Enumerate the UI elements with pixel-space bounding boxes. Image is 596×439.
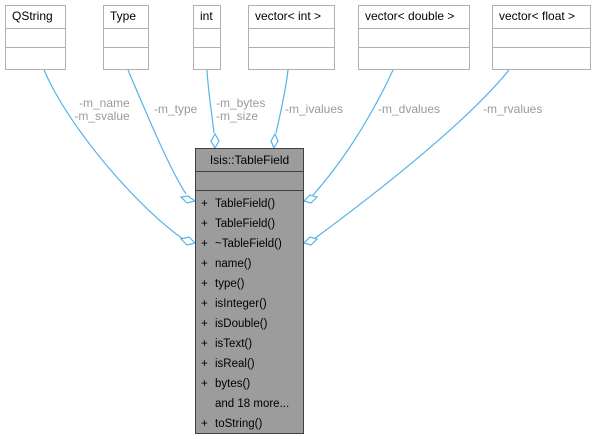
class-qstring[interactable]: QString bbox=[5, 5, 66, 70]
edge-label-m-size: -m_size bbox=[216, 109, 259, 123]
class-isis-tablefield[interactable]: Isis::TableField +TableField()+TableFiel… bbox=[195, 148, 304, 434]
class-int-attributes bbox=[194, 29, 220, 48]
edge-label-qstring: -m_name -m_svalue bbox=[74, 96, 130, 123]
method-visibility: + bbox=[201, 318, 208, 330]
class-vector-double-methods bbox=[359, 48, 469, 67]
edge-vector-double bbox=[312, 69, 394, 196]
class-vector-double[interactable]: vector< double > bbox=[358, 5, 470, 70]
method-name: isReal() bbox=[215, 358, 255, 370]
class-vector-double-title: vector< double > bbox=[359, 6, 469, 29]
class-vector-float-methods bbox=[493, 48, 590, 67]
method-name: name() bbox=[215, 258, 252, 270]
method-item[interactable]: + bytes() bbox=[201, 374, 303, 394]
edge-qstring bbox=[43, 69, 187, 242]
class-vector-float-title: vector< float > bbox=[493, 6, 590, 29]
diamond-type bbox=[179, 195, 197, 204]
diamond-vector-int bbox=[270, 132, 279, 150]
method-item[interactable]: + isDouble() bbox=[201, 314, 303, 334]
class-int[interactable]: int bbox=[193, 5, 221, 70]
edge-int bbox=[206, 69, 215, 134]
class-type-title: Type bbox=[104, 6, 148, 29]
method-name: isDouble() bbox=[215, 318, 268, 330]
method-visibility: + bbox=[201, 238, 208, 250]
method-list: + TableField() + TableField() + ~TableField()… bbox=[196, 191, 303, 434]
class-isis-tablefield-title: Isis::TableField bbox=[196, 149, 303, 172]
method-visibility: + bbox=[201, 258, 208, 270]
method-name: type() bbox=[215, 278, 245, 290]
method-visibility: + bbox=[201, 198, 208, 210]
method-name: TableField() bbox=[215, 218, 276, 230]
method-visibility: + bbox=[201, 418, 208, 430]
edge-vector-float bbox=[313, 69, 510, 240]
method-item[interactable]: + isReal() bbox=[201, 354, 303, 374]
class-int-title: int bbox=[194, 6, 220, 29]
class-vector-int[interactable]: vector< int > bbox=[248, 5, 335, 70]
class-qstring-title: QString bbox=[6, 6, 65, 29]
method-item[interactable]: + ~TableField() bbox=[201, 234, 303, 254]
class-type[interactable]: Type bbox=[103, 5, 149, 70]
class-vector-int-title: vector< int > bbox=[249, 6, 334, 29]
method-name: toString() bbox=[215, 418, 263, 430]
method-visibility: + bbox=[201, 378, 208, 390]
edge-label-m-name: -m_name bbox=[79, 96, 130, 110]
edge-label-int: -m_bytes -m_size bbox=[216, 97, 265, 123]
class-vector-int-methods bbox=[249, 48, 334, 67]
method-item[interactable]: + isInteger() bbox=[201, 294, 303, 314]
class-vector-double-attributes bbox=[359, 29, 469, 48]
method-name: and 18 more... bbox=[215, 398, 290, 410]
edge-label-m-bytes: -m_bytes bbox=[216, 96, 266, 110]
class-type-attributes bbox=[104, 29, 148, 48]
method-item[interactable]: + TableField() bbox=[201, 214, 303, 234]
method-item[interactable]: + TableField() bbox=[201, 194, 303, 214]
method-visibility: + bbox=[201, 278, 208, 290]
method-name: bytes() bbox=[215, 378, 251, 390]
diamond-vector-float bbox=[302, 236, 319, 246]
more-methods-link[interactable]: and 18 more... bbox=[201, 394, 303, 414]
method-name: isText() bbox=[215, 338, 253, 350]
class-vector-int-attributes bbox=[249, 29, 334, 48]
method-visibility: + bbox=[201, 218, 208, 230]
method-item[interactable]: + toString() bbox=[201, 414, 303, 434]
method-item[interactable]: + type() bbox=[201, 274, 303, 294]
method-name: TableField() bbox=[215, 198, 276, 210]
class-type-methods bbox=[104, 48, 148, 67]
method-visibility: + bbox=[201, 358, 208, 370]
edge-type bbox=[127, 69, 187, 195]
method-item[interactable]: + isText() bbox=[201, 334, 303, 354]
diamond-vector-double bbox=[302, 194, 319, 204]
edge-label-m-svalue: -m_svalue bbox=[74, 109, 130, 123]
edge-label-vector-int: -m_ivalues bbox=[285, 102, 344, 116]
method-name: isInteger() bbox=[215, 298, 267, 310]
edge-vector-int bbox=[275, 69, 289, 134]
class-isis-tablefield-attributes bbox=[196, 172, 303, 191]
class-vector-float[interactable]: vector< float > bbox=[492, 5, 591, 70]
class-vector-float-attributes bbox=[493, 29, 590, 48]
edge-label-vector-double: -m_dvalues bbox=[378, 102, 441, 116]
method-visibility: + bbox=[201, 338, 208, 350]
edge-label-vector-float: -m_rvalues bbox=[483, 102, 543, 116]
class-qstring-attributes bbox=[6, 29, 65, 48]
edge-label-type: -m_type bbox=[154, 102, 198, 116]
class-qstring-methods bbox=[6, 48, 65, 67]
diamond-qstring bbox=[179, 236, 197, 246]
method-item[interactable]: + name() bbox=[201, 254, 303, 274]
diamond-int bbox=[210, 132, 220, 150]
class-int-methods bbox=[194, 48, 220, 67]
method-visibility: + bbox=[201, 298, 208, 310]
method-name: ~TableField() bbox=[215, 238, 282, 250]
